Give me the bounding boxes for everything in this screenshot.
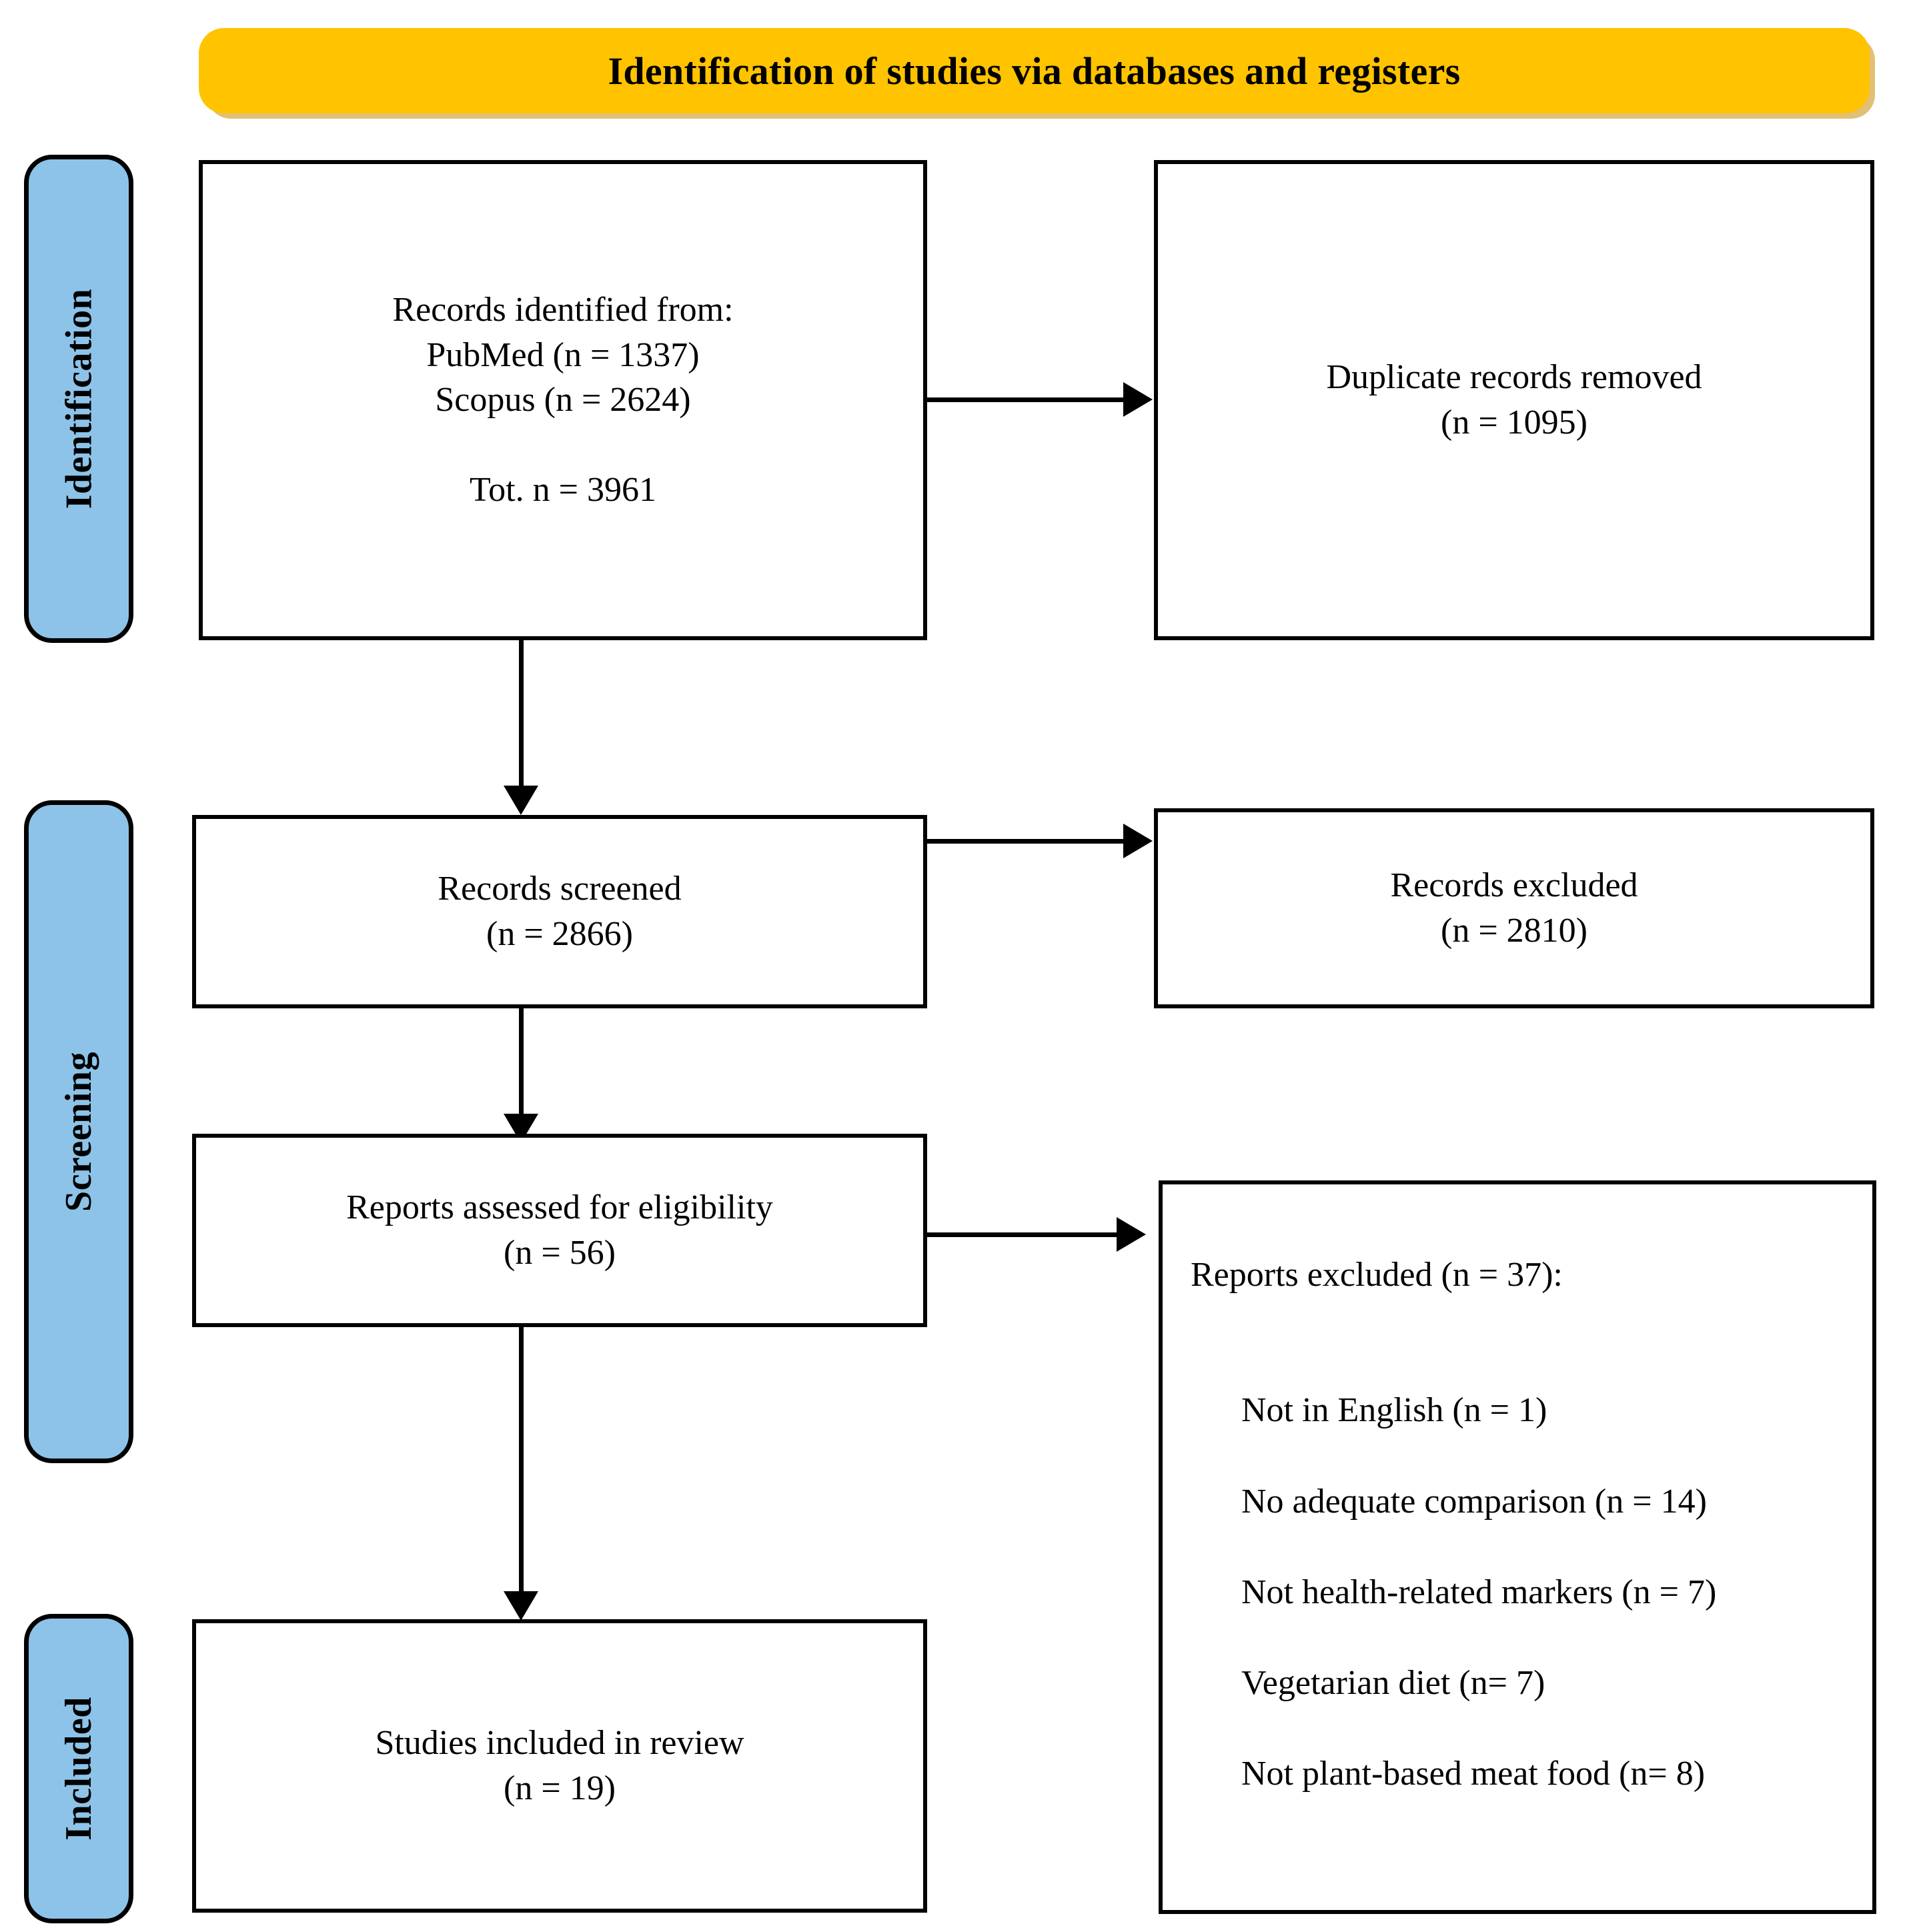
- box-records-screened: Records screened (n = 2866): [192, 815, 927, 1008]
- arrowhead-identified-to-duplicates: [1123, 382, 1153, 417]
- box-reports-excluded-heading: Reports excluded (n = 37):: [1191, 1255, 1563, 1294]
- stage-screening-text: Screening: [58, 1052, 99, 1212]
- connector-identified-to-screened: [519, 640, 524, 788]
- box-records-excluded-text: Records excluded (n = 2810): [1390, 866, 1638, 950]
- stage-label-identification: Identification: [24, 155, 133, 643]
- box-duplicate-records-removed-text: Duplicate records removed (n = 1095): [1326, 358, 1702, 441]
- reports-excluded-reason-item: Not in English (n = 1): [1241, 1391, 1547, 1430]
- reports-excluded-reason-list: Not in English (n = 1) No adequate compa…: [1191, 1343, 1855, 1843]
- arrowhead-eligibility-to-reports-excluded: [1117, 1217, 1146, 1252]
- arrowhead-screened-to-records-excluded: [1123, 824, 1153, 858]
- box-records-identified-text: Records identified from: PubMed (n = 133…: [392, 291, 734, 510]
- box-records-screened-text: Records screened (n = 2866): [438, 870, 682, 953]
- banner-title: Identification of studies via databases …: [608, 49, 1461, 93]
- box-reports-assessed-eligibility: Reports assessed for eligibility (n = 56…: [192, 1134, 927, 1327]
- stage-label-included: Included: [24, 1614, 133, 1923]
- reports-excluded-reason-item: Not plant-based meat food (n= 8): [1241, 1755, 1706, 1793]
- box-duplicate-records-removed: Duplicate records removed (n = 1095): [1154, 160, 1874, 640]
- box-studies-included: Studies included in review (n = 19): [192, 1619, 927, 1913]
- box-studies-included-text: Studies included in review (n = 19): [375, 1724, 744, 1807]
- connector-screened-to-records-excluded: [927, 839, 1127, 844]
- connector-eligibility-to-reports-excluded: [927, 1232, 1121, 1237]
- arrowhead-identified-to-screened: [504, 786, 538, 815]
- connector-identified-to-duplicates: [927, 397, 1127, 402]
- arrowhead-eligibility-to-included: [504, 1591, 538, 1621]
- stage-label-screening: Screening: [24, 800, 133, 1463]
- box-reports-excluded-body: Reports excluded (n = 37): Not in Englis…: [1163, 1207, 1872, 1887]
- box-records-excluded: Records excluded (n = 2810): [1154, 808, 1874, 1008]
- diagram-banner: Identification of studies via databases …: [199, 28, 1870, 113]
- connector-eligibility-to-included: [519, 1327, 524, 1594]
- box-reports-excluded: Reports excluded (n = 37): Not in Englis…: [1159, 1180, 1876, 1914]
- reports-excluded-reason-item: Not health-related markers (n = 7): [1241, 1573, 1717, 1611]
- reports-excluded-reason-item: Vegetarian diet (n= 7): [1241, 1664, 1545, 1703]
- box-reports-assessed-eligibility-text: Reports assessed for eligibility (n = 56…: [346, 1188, 773, 1272]
- connector-screened-to-eligibility: [519, 1008, 524, 1116]
- reports-excluded-reason-item: No adequate comparison (n = 14): [1241, 1482, 1707, 1521]
- stage-included-text: Included: [58, 1697, 100, 1841]
- box-records-identified: Records identified from: PubMed (n = 133…: [199, 160, 927, 640]
- stage-identification-text: Identification: [58, 288, 99, 510]
